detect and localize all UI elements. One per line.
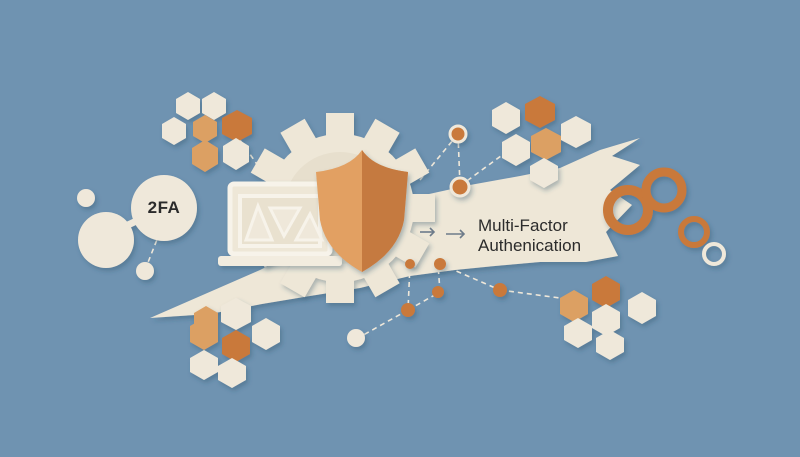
hexagon-cluster-icon: [162, 92, 656, 388]
two-factor-badge-label: 2FA: [147, 198, 181, 217]
mfa-banner-label: Multi-Factor Authenication: [478, 216, 618, 256]
shield-icon: [316, 150, 408, 272]
network-nodes: [347, 124, 507, 347]
node-link-icon: [77, 175, 197, 280]
arrow-right-icon: [420, 227, 466, 239]
mfa-banner-line1: Multi-Factor: [478, 216, 568, 235]
mfa-banner-line2: Authenication: [478, 236, 582, 255]
ring-chain-icon: [603, 167, 726, 266]
